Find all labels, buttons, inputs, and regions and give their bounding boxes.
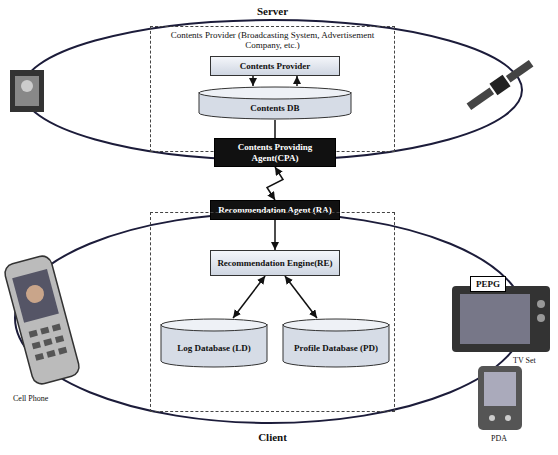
database-cylinder: Contents DB bbox=[198, 86, 352, 120]
connector bbox=[274, 220, 276, 250]
tv-set-icon bbox=[452, 286, 550, 352]
cylinder-top bbox=[283, 319, 389, 331]
connector bbox=[274, 120, 276, 138]
connector bbox=[252, 76, 254, 86]
region-heading: Client bbox=[151, 431, 394, 443]
group-region: ClientRecommendation Engine(RE)Log Datab… bbox=[150, 212, 395, 412]
pda-icon bbox=[478, 366, 522, 430]
satellite-icon bbox=[465, 57, 535, 112]
tag-box: PEPG bbox=[470, 276, 506, 292]
cell-phone-icon bbox=[3, 254, 81, 386]
node-text: PEPG bbox=[476, 279, 500, 289]
node-text: Contents Provider bbox=[240, 61, 311, 71]
client-ring bbox=[15, 213, 525, 423]
agent-box: Recommendation Agent (RA) bbox=[210, 200, 340, 220]
node-text: Profile Database (PD) bbox=[286, 343, 386, 353]
group-region: ServerContents Provider (Broadcasting Sy… bbox=[150, 26, 395, 152]
connector bbox=[296, 76, 298, 86]
agent-box: Contents Providing Agent(CPA) bbox=[214, 138, 336, 167]
node-text: Recommendation Engine(RE) bbox=[217, 258, 332, 268]
node-text: Log Database (LD) bbox=[164, 343, 264, 353]
region-heading: Server bbox=[151, 5, 394, 17]
node-text: Contents DB bbox=[202, 103, 348, 113]
process-box: Recommendation Engine(RE) bbox=[210, 250, 340, 276]
node-text: Contents Providing Agent(CPA) bbox=[219, 142, 331, 163]
region-heading: Contents Provider (Broadcasting System, … bbox=[155, 30, 390, 51]
device-label: TV Set bbox=[512, 356, 537, 365]
database-cylinder: Log Database (LD) bbox=[160, 318, 268, 368]
connector bbox=[233, 276, 265, 318]
photo-icon bbox=[10, 70, 44, 112]
device-label: PDA bbox=[490, 434, 508, 443]
node-text: Recommendation Agent (RA) bbox=[218, 205, 331, 215]
database-cylinder: Profile Database (PD) bbox=[282, 318, 390, 368]
connector bbox=[285, 276, 317, 318]
process-box: Contents Provider bbox=[210, 56, 340, 76]
connector bbox=[267, 167, 283, 200]
cylinder-top bbox=[199, 87, 351, 99]
cylinder-top bbox=[161, 319, 267, 331]
device-label: Cell Phone bbox=[12, 394, 49, 403]
